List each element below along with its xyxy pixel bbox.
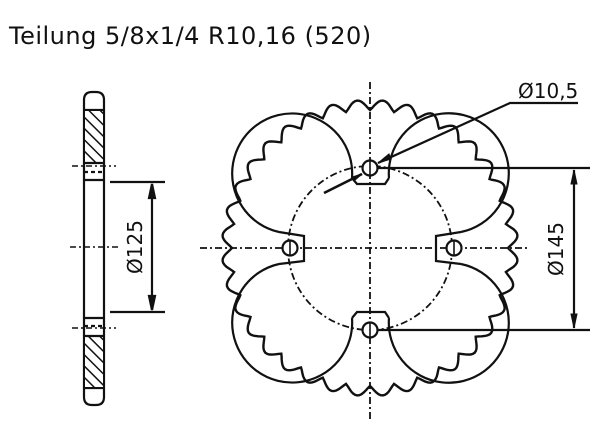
inner-diameter-label: Ø125 xyxy=(123,220,147,274)
hole-diameter-label: Ø10,5 xyxy=(518,79,578,103)
front-view xyxy=(200,82,590,420)
bolt-circle-diameter-label: Ø145 xyxy=(544,222,568,276)
side-view xyxy=(70,90,165,407)
drawing-title: Teilung 5/8x1/4 R10,16 (520) xyxy=(9,22,372,50)
